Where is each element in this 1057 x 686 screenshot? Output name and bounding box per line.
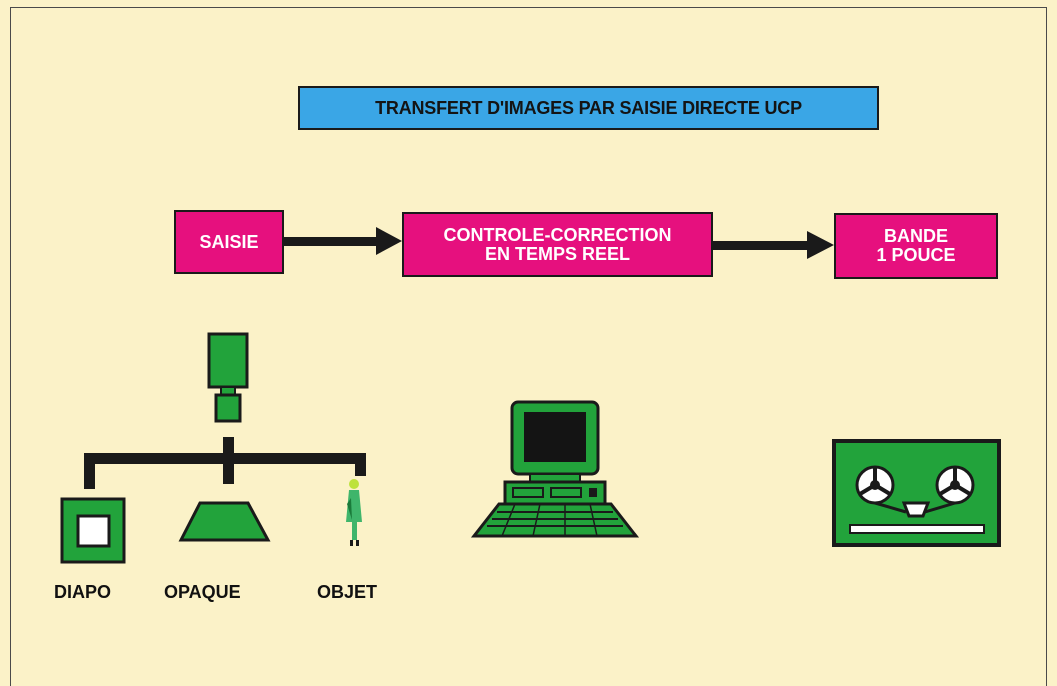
tape-recorder-icon [832, 439, 1001, 547]
bande-label-line1: BANDE [883, 226, 948, 246]
bande-box: BANDE 1 POUCE [834, 213, 998, 279]
reel-left-icon [855, 465, 895, 505]
controle-correction-box: CONTROLE-CORRECTION EN TEMPS REEL [402, 212, 713, 277]
controle-correction-label-line1: CONTROLE-CORRECTION [443, 224, 672, 245]
saisie-label: SAISIE [199, 231, 259, 252]
bande-label-line2: 1 POUCE [876, 245, 956, 265]
opaque-label: OPAQUE [164, 582, 241, 602]
reel-right-icon [935, 465, 975, 505]
arrow-controle-to-bande [713, 231, 834, 259]
camera-icon [207, 332, 249, 423]
source-connector-lines [84, 437, 366, 489]
objet-label: OBJET [317, 582, 378, 602]
controle-correction-label-line2: EN TEMPS REEL [484, 243, 631, 264]
diagram-title: TRANSFERT D'IMAGES PAR SAISIE DIRECTE UC… [298, 86, 879, 130]
object-figurine-icon [346, 479, 362, 546]
slide-icon [60, 497, 126, 564]
saisie-box: SAISIE [174, 210, 284, 274]
computer-icon [470, 400, 640, 538]
opaque-document-icon [178, 501, 271, 542]
arrow-saisie-to-controle [284, 227, 402, 255]
page-frame [10, 7, 1047, 686]
diapo-label: DIAPO [54, 582, 112, 602]
